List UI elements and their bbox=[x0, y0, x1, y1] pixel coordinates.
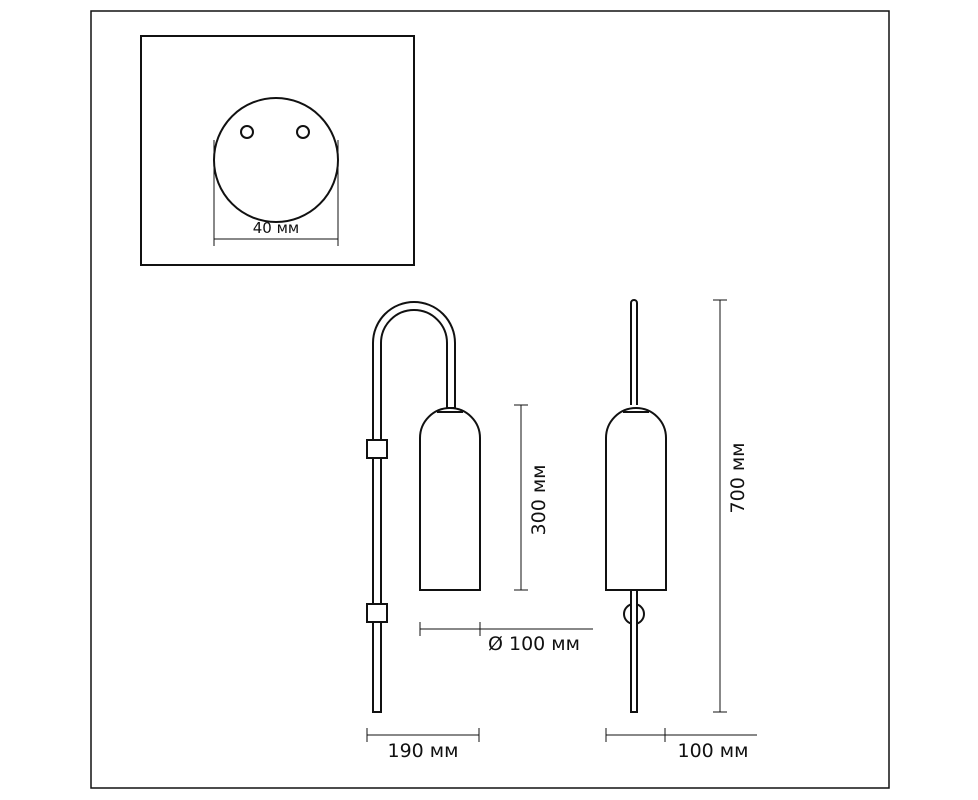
dimension-300 bbox=[514, 404, 528, 591]
front-width-label: 100 мм bbox=[678, 740, 749, 762]
screw-hole bbox=[240, 125, 254, 139]
front-view-lamp bbox=[605, 299, 667, 713]
dimension-40 bbox=[213, 140, 339, 246]
mount-width-label: 40 мм bbox=[253, 219, 300, 237]
mounting-plate bbox=[213, 97, 339, 223]
shade-diameter-label: Ø 100 мм bbox=[488, 633, 580, 655]
shade-height-label: 300 мм bbox=[528, 465, 550, 536]
dimension-190 bbox=[366, 728, 480, 742]
total-height-label: 700 мм bbox=[727, 443, 749, 514]
screw-hole bbox=[296, 125, 310, 139]
projection-label: 190 мм bbox=[388, 740, 459, 762]
side-view-lamp bbox=[366, 301, 481, 713]
outer-frame bbox=[90, 10, 890, 789]
dimension-100 bbox=[605, 728, 757, 742]
inset-frame bbox=[140, 35, 415, 266]
dimension-diameter bbox=[419, 622, 593, 636]
dimension-700 bbox=[713, 299, 727, 713]
